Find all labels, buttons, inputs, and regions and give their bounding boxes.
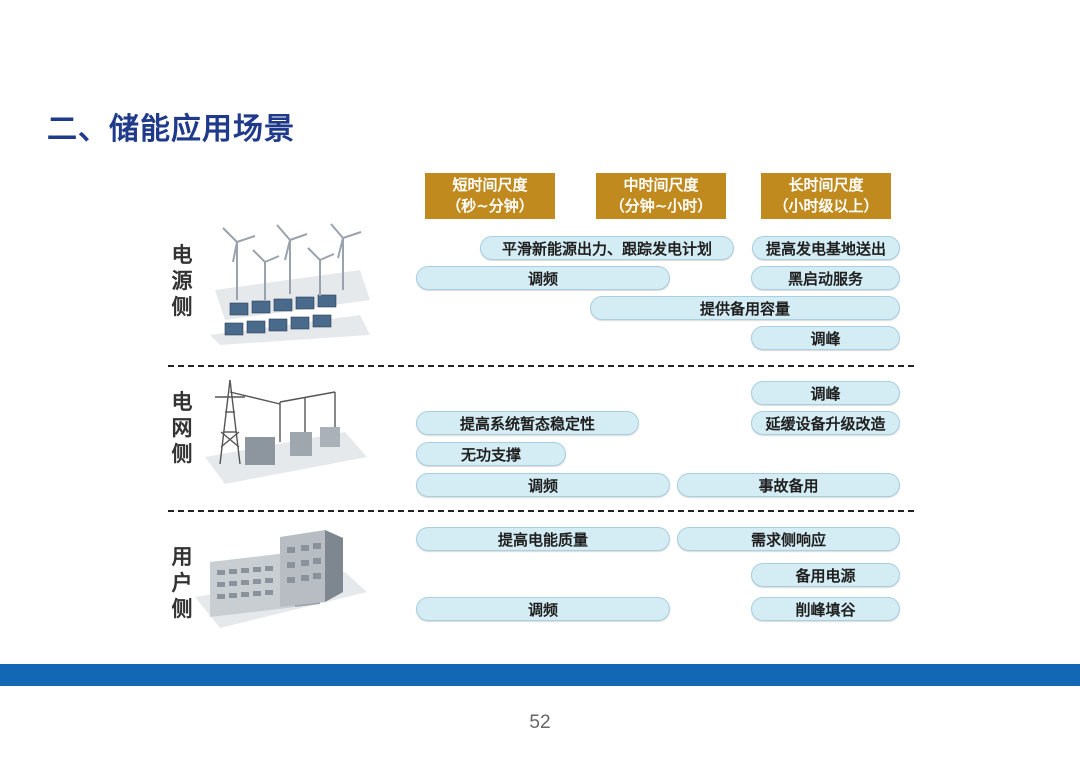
side-label-source-char: 电 xyxy=(171,243,193,267)
user-backup-power: 备用电源 xyxy=(751,563,900,587)
source-frequency-regulation: 调频 xyxy=(416,266,670,290)
grid-emergency-reserve: 事故备用 xyxy=(677,473,900,497)
side-label-grid-char: 电 xyxy=(171,390,193,414)
grid-defer-upgrade: 延缓设备升级改造 xyxy=(751,411,900,435)
grid-frequency-regulation: 调频 xyxy=(416,473,670,497)
page-title: 二、储能应用场景 xyxy=(47,112,295,147)
grid-reactive-support: 无功支撑 xyxy=(416,442,566,466)
header-mid-term-line1: 中时间尺度 xyxy=(623,176,699,194)
source-black-start: 黑启动服务 xyxy=(751,266,900,290)
header-mid-term-line2: （分钟~小时） xyxy=(609,197,713,215)
user-peak-shaving: 削峰填谷 xyxy=(751,597,900,621)
building-icon xyxy=(195,530,367,628)
source-reserve-capacity: 提供备用容量 xyxy=(590,296,900,320)
side-label-user-char: 户 xyxy=(171,571,193,595)
header-long-term: 长时间尺度 （小时级以上） xyxy=(761,173,891,219)
header-short-term-line2: （秒~分钟） xyxy=(446,197,534,215)
side-label-grid-char: 网 xyxy=(171,416,193,440)
header-short-term: 短时间尺度 （秒~分钟） xyxy=(425,173,555,219)
divider-line xyxy=(168,365,914,367)
user-power-quality: 提高电能质量 xyxy=(416,527,670,551)
header-mid-term: 中时间尺度 （分钟~小时） xyxy=(596,173,726,219)
source-peak-regulation: 调峰 xyxy=(751,326,900,350)
wind-solar-icon xyxy=(210,223,370,345)
grid-peak-regulation: 调峰 xyxy=(751,381,900,405)
side-label-source-char: 侧 xyxy=(171,295,193,319)
footer-band xyxy=(0,664,1080,686)
side-label-user-char: 用 xyxy=(171,545,193,569)
substation-icon xyxy=(205,379,367,484)
source-smooth-output: 平滑新能源出力、跟踪发电计划 xyxy=(480,236,734,260)
user-demand-response: 需求侧响应 xyxy=(677,527,900,551)
side-label-source-char: 源 xyxy=(171,269,193,293)
side-label-grid-char: 侧 xyxy=(171,442,193,466)
user-frequency-regulation: 调频 xyxy=(416,597,670,621)
side-label-user-char: 侧 xyxy=(171,597,193,621)
source-raise-base-output: 提高发电基地送出 xyxy=(752,236,900,260)
side-label-source: 电 源 侧 xyxy=(169,242,195,320)
side-label-grid: 电 网 侧 xyxy=(169,389,195,467)
header-long-term-line2: （小时级以上） xyxy=(773,197,879,215)
side-label-user: 用 户 侧 xyxy=(169,544,195,622)
page-number: 52 xyxy=(529,712,551,733)
divider-line xyxy=(168,510,914,512)
header-long-term-line1: 长时间尺度 xyxy=(788,176,864,194)
grid-transient-stability: 提高系统暂态稳定性 xyxy=(416,411,639,435)
header-short-term-line1: 短时间尺度 xyxy=(452,176,528,194)
